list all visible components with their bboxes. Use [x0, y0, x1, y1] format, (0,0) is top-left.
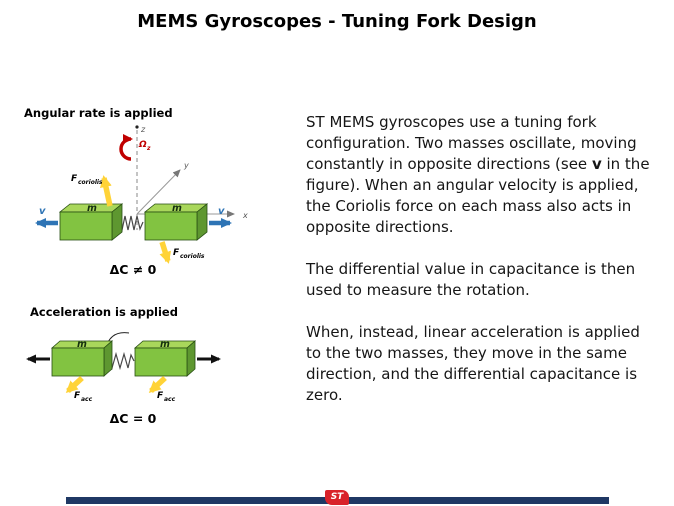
right-mass-label: m	[172, 203, 182, 214]
left-mass-front-face	[51, 347, 105, 377]
acc-force-label-right: F	[157, 391, 164, 401]
left-mass-label: m	[77, 339, 87, 350]
paragraph-1-after: in the figure). When an angular velocity…	[306, 155, 650, 236]
velocity-label-right: v	[218, 206, 225, 217]
acc-force-sub-left: acc	[81, 396, 93, 403]
left-mass: m	[50, 339, 114, 377]
right-mass: m	[143, 203, 209, 241]
body-text: ST MEMS gyroscopes use a tuning fork con…	[306, 112, 658, 427]
paragraph-1: ST MEMS gyroscopes use a tuning fork con…	[306, 112, 658, 238]
coriolis-arrow-down	[159, 241, 172, 264]
coriolis-force-sub-bottom: coriolis	[180, 253, 205, 260]
left-mass: m	[58, 203, 124, 241]
coriolis-force-label-top: F	[71, 174, 78, 184]
right-mass: m	[133, 339, 197, 377]
rotation-arrow	[119, 134, 133, 161]
y-axis	[136, 169, 181, 215]
acc-force-sub-right: acc	[164, 396, 176, 403]
x-axis-label: x	[242, 211, 248, 220]
velocity-emphasis: v	[591, 155, 602, 173]
omega-label: Ω	[138, 140, 147, 150]
right-mass-front-face	[134, 347, 188, 377]
z-axis-label: z	[140, 125, 146, 134]
z-axis-top-dot	[135, 125, 139, 129]
acceleration-diagram: m m F acc F acc	[26, 332, 221, 403]
paragraph-2: The differential value in capacitance is…	[306, 260, 636, 299]
angular-result-label: ΔC ≠ 0	[109, 262, 157, 277]
angular-rate-diagram: z x y Ω z m m v v F	[35, 125, 248, 264]
slide-title: MEMS Gyroscopes - Tuning Fork Design	[137, 11, 537, 32]
left-mass-label: m	[87, 203, 97, 214]
paragraph-3: When, instead, linear acceleration is ap…	[306, 323, 640, 404]
st-logo: ST	[325, 490, 349, 505]
left-mass-front-face	[59, 211, 113, 241]
angular-figure-caption: Angular rate is applied	[24, 106, 173, 120]
coriolis-arrow-up	[100, 175, 113, 207]
spring	[118, 215, 144, 232]
paragraph-1-before: ST MEMS gyroscopes use a tuning fork con…	[306, 113, 637, 173]
acc-force-label-left: F	[74, 391, 81, 401]
right-mass-front-face	[144, 211, 198, 241]
acceleration-arrow-right	[148, 375, 167, 394]
acceleration-figure-caption: Acceleration is applied	[30, 305, 178, 319]
omega-sub-label: z	[146, 145, 151, 152]
acceleration-result-label: ΔC = 0	[109, 411, 157, 426]
right-mass-label: m	[160, 339, 170, 350]
coriolis-force-sub-top: coriolis	[78, 179, 103, 186]
acceleration-arrow-left	[65, 375, 84, 394]
coriolis-force-label-bottom: F	[173, 248, 180, 258]
y-axis-label: y	[183, 161, 189, 170]
velocity-label-left: v	[39, 206, 46, 217]
